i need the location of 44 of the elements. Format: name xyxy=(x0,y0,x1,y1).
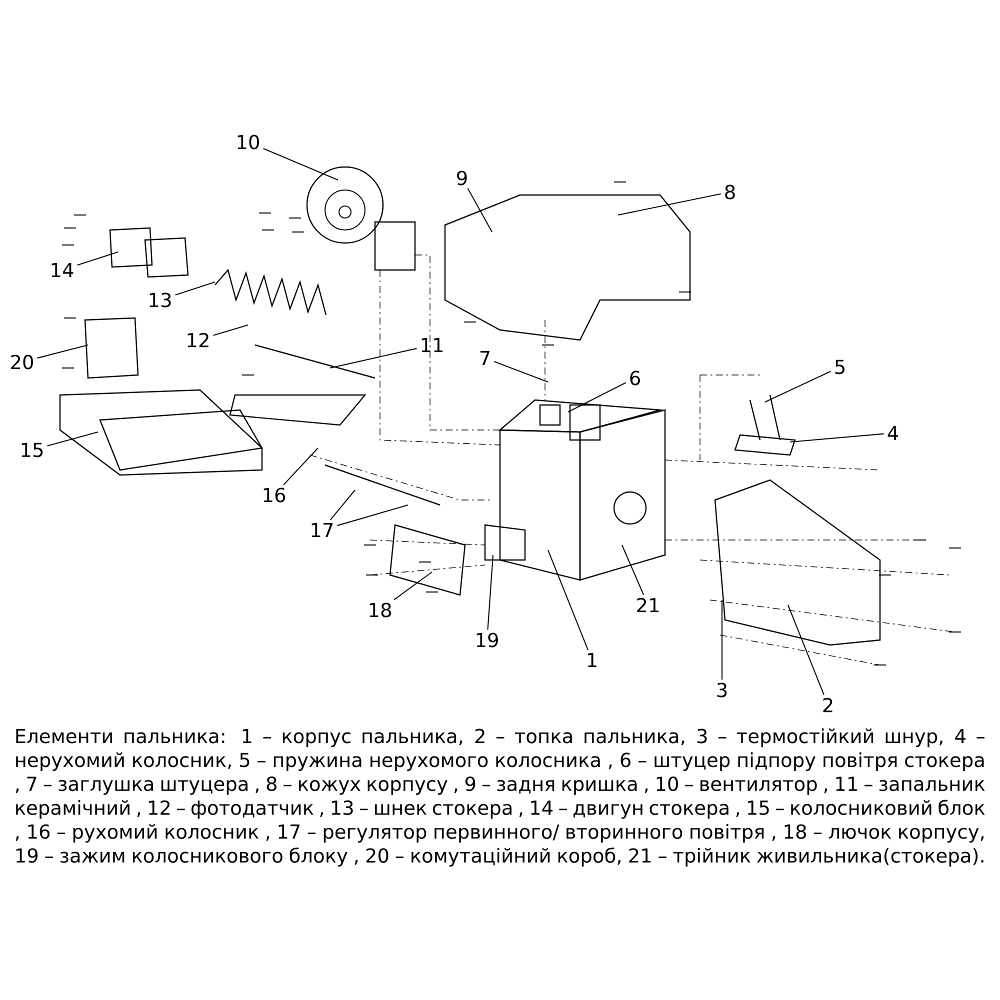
leader-line xyxy=(330,348,417,369)
leader-line xyxy=(330,490,356,520)
leader-line xyxy=(263,148,338,180)
callout-number: 7 xyxy=(480,350,490,366)
callout-number: 18 xyxy=(370,602,391,618)
callout-number: 1 xyxy=(588,652,596,668)
callout-number: 13 xyxy=(150,292,171,308)
callout-number: 21 xyxy=(637,598,658,612)
callout-number: 16 xyxy=(264,488,286,502)
leader-line xyxy=(283,448,318,486)
leader-line xyxy=(548,550,588,650)
leader-line xyxy=(721,600,723,680)
callout-number: 5 xyxy=(835,360,844,374)
leader-line xyxy=(622,544,644,596)
leader-line xyxy=(788,604,824,696)
callout-number: 8 xyxy=(725,184,735,200)
caption: Елементи пальника: 1 – корпус пальника, 2 – топка пальника, 3 – термостійкий шнур, 4 – нерухомий колосник, 5 – пружина нерухомого колосника , 6 – штуцер підпору повітря стокера , 7 – заглушка штуцера , 8 – кожух корпусу , 9 – задня кришка , 10 – вентилятор , 11 – запальник керамічний , 12 – фотодатчик , 13 – шнек стокера , 14 – двигун стокера , 15 – колосниковий блок , 16 – рухомий колосник , 17 – регулятор первинного/ вторинного повітря , 18 – лючок корпусу, 19 – зажим колосникового блоку , 20 – комутаційний короб, 21 – трійник живильника(стокера). xyxy=(16,728,985,867)
leader-line xyxy=(37,344,88,359)
leader-line xyxy=(487,554,494,630)
leader-line xyxy=(47,432,98,446)
leader-line xyxy=(175,282,216,296)
callout-number: 12 xyxy=(188,332,208,348)
leader-line xyxy=(618,193,721,216)
leader-line xyxy=(494,361,548,382)
leader-line xyxy=(337,504,408,526)
callout-number: 11 xyxy=(422,338,442,352)
callout-number: 6 xyxy=(630,370,640,386)
leader-line xyxy=(764,370,832,402)
callout-number: 10 xyxy=(238,134,259,150)
leader-line xyxy=(77,252,118,266)
leader-line xyxy=(394,572,432,600)
leader-line xyxy=(213,324,248,336)
callout-number: 19 xyxy=(476,632,498,648)
callout-number: 20 xyxy=(11,354,33,370)
leader-line xyxy=(790,433,884,443)
callout-number: 17 xyxy=(312,522,333,538)
callout-number: 4 xyxy=(888,426,898,440)
callout-number: 2 xyxy=(823,698,832,712)
callout-number: 9 xyxy=(457,170,467,186)
leader-line xyxy=(467,188,492,232)
leader-line xyxy=(568,382,626,412)
callout-number: 14 xyxy=(52,262,74,278)
callout-number: 15 xyxy=(22,442,43,458)
callout-number: 3 xyxy=(717,682,727,698)
